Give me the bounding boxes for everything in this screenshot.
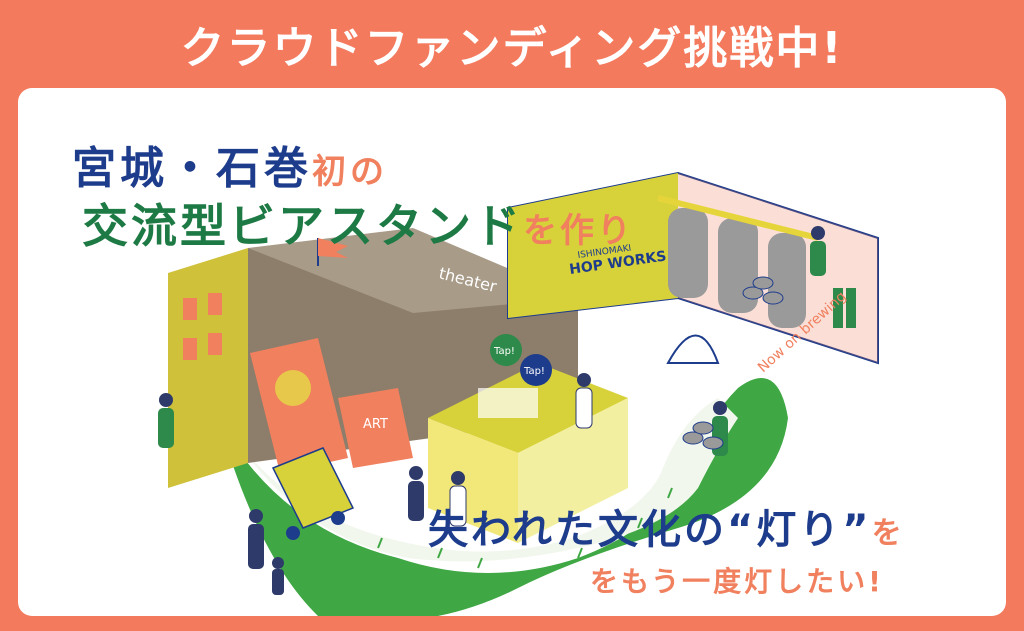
delivery-cart bbox=[271, 447, 355, 540]
tap-bubble-1: Tap! bbox=[493, 346, 515, 357]
top-banner: クラウドファンディング挑戦中! bbox=[0, 0, 1024, 88]
green-path bbox=[218, 378, 788, 616]
headline-line-1-accent: 初の bbox=[312, 152, 388, 192]
art-sign: ART bbox=[363, 417, 388, 432]
people bbox=[158, 226, 826, 595]
illustration-panel: theater ART ISHINOMAKI bbox=[18, 88, 1006, 616]
art-poster: ART bbox=[250, 338, 413, 473]
headline-line-3-accent: を bbox=[871, 516, 905, 551]
headline-line-1-main: 宮城・石巻 bbox=[72, 143, 312, 194]
headline-line-4: をもう一度灯したい! bbox=[590, 565, 884, 598]
illustration-scene: theater ART ISHINOMAKI bbox=[158, 171, 879, 616]
headline-line-3: 失われた文化の“灯り”を bbox=[428, 497, 905, 555]
brewery-building: ISHINOMAKI HOP WORKS Now on brewing bbox=[507, 171, 879, 376]
headline-line-1: 宮城・石巻初の bbox=[72, 132, 388, 196]
headline-line-3-main: 失われた文化の“灯り” bbox=[428, 507, 872, 553]
banner-title: クラウドファンディング挑戦中! bbox=[180, 23, 844, 74]
headline-line-2-accent: を作り bbox=[523, 211, 634, 251]
tap-bubble-2: Tap! bbox=[523, 366, 545, 377]
grass bbox=[377, 487, 673, 569]
headline-line-2-main: 交流型ビアスタンド bbox=[82, 199, 523, 253]
kegs bbox=[682, 276, 784, 450]
headline-line-2: 交流型ビアスタンドを作り bbox=[82, 190, 634, 256]
beer-stand: Tap! Tap! bbox=[428, 334, 628, 543]
